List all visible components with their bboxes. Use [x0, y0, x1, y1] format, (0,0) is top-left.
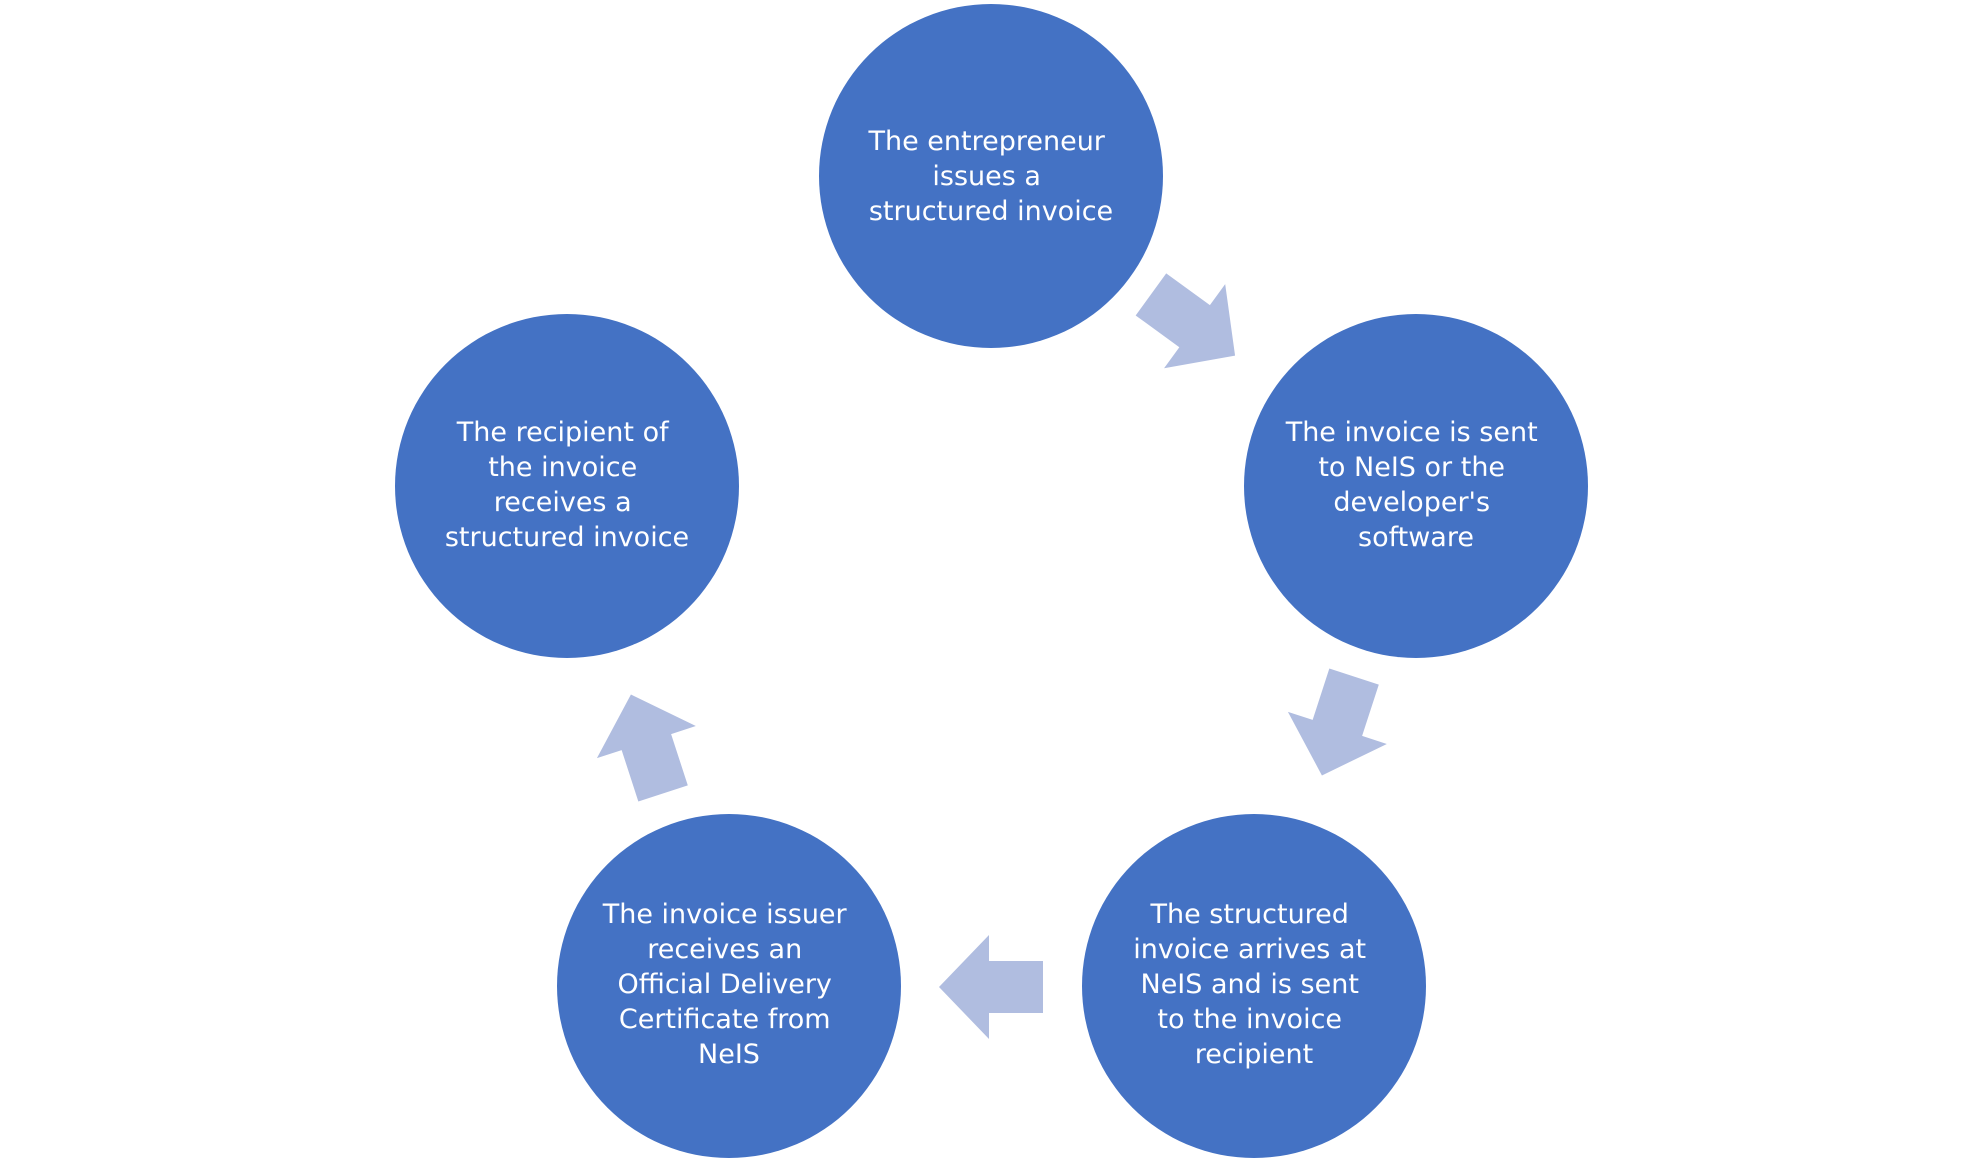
node-issue-circle — [819, 4, 1163, 348]
node-certificate-line: Official Delivery — [618, 969, 832, 1000]
node-arrive-line: to the invoice — [1157, 1004, 1342, 1035]
node-receive-text: The recipient of the invoice receives a … — [445, 417, 689, 553]
node-arrive-line: invoice arrives at — [1133, 934, 1366, 965]
node-arrive-line: NeIS and is sent — [1141, 969, 1359, 1000]
node-issue-text: The entrepreneur issues a structured inv… — [867, 126, 1113, 227]
node-arrive-line: recipient — [1195, 1039, 1313, 1070]
node-certificate: The invoice issuer receives an Official … — [557, 814, 901, 1158]
node-send-line: The invoice is sent — [1285, 417, 1538, 448]
node-arrive-circle — [1082, 814, 1426, 1158]
node-certificate-line: The invoice issuer — [602, 899, 848, 930]
node-certificate-line: Certificate from — [619, 1004, 831, 1035]
node-certificate-text: The invoice issuer receives an Official … — [602, 899, 856, 1070]
node-send-line: software — [1358, 522, 1474, 553]
node-receive: The recipient of the invoice receives a … — [395, 314, 739, 658]
node-certificate-circle — [557, 814, 901, 1158]
arrow-arrive-to-certificate — [939, 935, 1043, 1039]
node-send-text: The invoice is sent to NeIS or the devel… — [1285, 417, 1547, 553]
node-arrive-text: The structured invoice arrives at NeIS a… — [1133, 899, 1374, 1070]
node-receive-line: receives a — [494, 487, 632, 518]
node-issue: The entrepreneur issues a structured inv… — [819, 4, 1163, 348]
arrow-issue-to-send — [1135, 273, 1236, 369]
node-arrive-line: The structured — [1149, 899, 1348, 930]
node-issue-line: The entrepreneur — [867, 126, 1105, 157]
node-issue-line: structured invoice — [869, 196, 1113, 227]
node-send-line: developer's — [1333, 487, 1490, 518]
node-send-circle — [1244, 314, 1588, 658]
node-certificate-line: NeIS — [698, 1039, 760, 1070]
arrow-certificate-to-receive — [596, 694, 696, 802]
node-certificate-line: receives an — [647, 934, 802, 965]
node-arrive: The structured invoice arrives at NeIS a… — [1082, 814, 1426, 1158]
node-issue-line: issues a — [932, 161, 1041, 192]
node-receive-line: structured invoice — [445, 522, 689, 553]
arrow-send-to-arrive — [1287, 668, 1387, 776]
node-receive-line: the invoice — [488, 452, 637, 483]
node-receive-circle — [395, 314, 739, 658]
node-receive-line: The recipient of — [456, 417, 670, 448]
node-send: The invoice is sent to NeIS or the devel… — [1244, 314, 1588, 658]
node-send-line: to NeIS or the — [1318, 452, 1505, 483]
